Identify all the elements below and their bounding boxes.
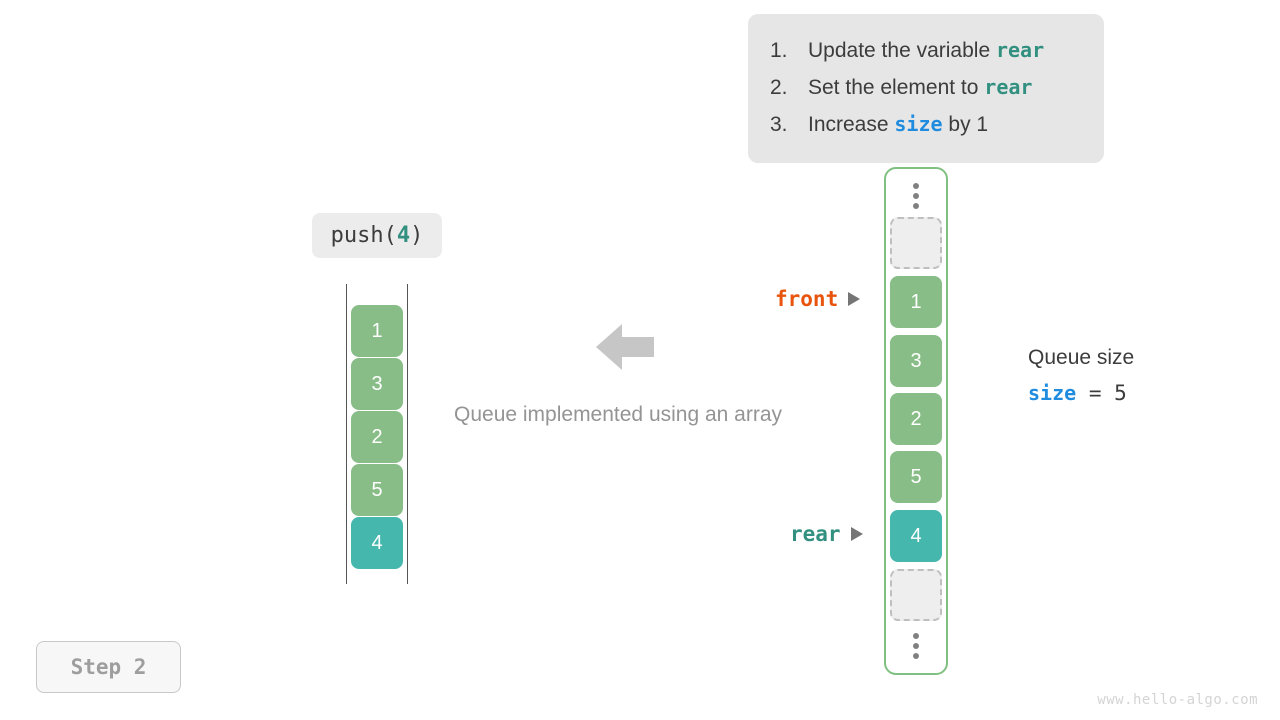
instruction-card: 1. Update the variable rear 2. Set the e… bbox=[748, 14, 1104, 163]
instruction-code-rear: rear bbox=[984, 75, 1033, 99]
array-cell-empty bbox=[890, 569, 942, 621]
queue-size-title: Queue size bbox=[1028, 346, 1135, 369]
ellipsis-icon-top bbox=[913, 183, 919, 209]
array-boundary-line-right bbox=[407, 284, 408, 584]
instruction-number: 1. bbox=[770, 39, 788, 62]
front-pointer-label: front bbox=[775, 287, 861, 311]
array-cell: 3 bbox=[351, 358, 403, 410]
instruction-number: 2. bbox=[770, 76, 788, 99]
pointer-arrow-icon bbox=[848, 292, 861, 306]
array-cell: 1 bbox=[351, 305, 403, 357]
diagram-caption: Queue implemented using an array bbox=[454, 403, 783, 426]
size-value: 5 bbox=[1114, 381, 1127, 405]
pointer-arrow-icon bbox=[850, 527, 863, 541]
instruction-item-3: 3. Increase size by 1 bbox=[748, 106, 1104, 143]
dot bbox=[913, 653, 919, 659]
queue-size-readout: Queue size size = 5 bbox=[1028, 343, 1134, 405]
instruction-text: Increase bbox=[808, 113, 895, 136]
rear-pointer-text: rear bbox=[790, 522, 841, 546]
rear-pointer-label: rear bbox=[790, 522, 863, 546]
instruction-text: Set the element to bbox=[808, 76, 985, 99]
circular-array: 1 3 2 5 4 bbox=[884, 167, 948, 675]
array-cell-empty bbox=[890, 217, 942, 269]
ellipsis-icon-bottom bbox=[913, 633, 919, 659]
size-equals: = bbox=[1076, 381, 1115, 405]
dot bbox=[913, 203, 919, 209]
array-cell: 3 bbox=[890, 335, 942, 387]
array-cell: 5 bbox=[890, 451, 942, 503]
array-cell-highlighted: 4 bbox=[890, 510, 942, 562]
array-boundary-line-left bbox=[346, 284, 347, 584]
instruction-item-2: 2. Set the element to rear bbox=[748, 69, 1104, 106]
array-cell: 5 bbox=[351, 464, 403, 516]
operation-name: push( bbox=[330, 223, 397, 248]
queue-size-expression: size = 5 bbox=[1028, 381, 1134, 405]
instruction-item-1: 1. Update the variable rear bbox=[748, 32, 1104, 69]
dot bbox=[913, 183, 919, 189]
watermark: www.hello-algo.com bbox=[1097, 692, 1258, 708]
array-cell-highlighted: 4 bbox=[351, 517, 403, 569]
step-badge: Step 2 bbox=[36, 641, 181, 693]
instruction-code-rear: rear bbox=[995, 38, 1045, 62]
instruction-text: Update the variable bbox=[808, 39, 996, 62]
operation-argument: 4 bbox=[396, 223, 411, 248]
dot bbox=[913, 193, 919, 199]
dot bbox=[913, 643, 919, 649]
instruction-code-size: size bbox=[894, 112, 943, 136]
operation-paren-close: ) bbox=[410, 223, 424, 248]
dot bbox=[913, 633, 919, 639]
instruction-text-suffix: by 1 bbox=[942, 113, 989, 136]
front-pointer-text: front bbox=[775, 287, 839, 311]
instruction-number: 3. bbox=[770, 113, 788, 136]
array-cell: 2 bbox=[351, 411, 403, 463]
array-cell: 2 bbox=[890, 393, 942, 445]
operation-label: push(4) bbox=[312, 213, 442, 258]
array-cell: 1 bbox=[890, 276, 942, 328]
size-variable-name: size bbox=[1028, 381, 1077, 405]
left-arrow-icon bbox=[596, 324, 654, 370]
